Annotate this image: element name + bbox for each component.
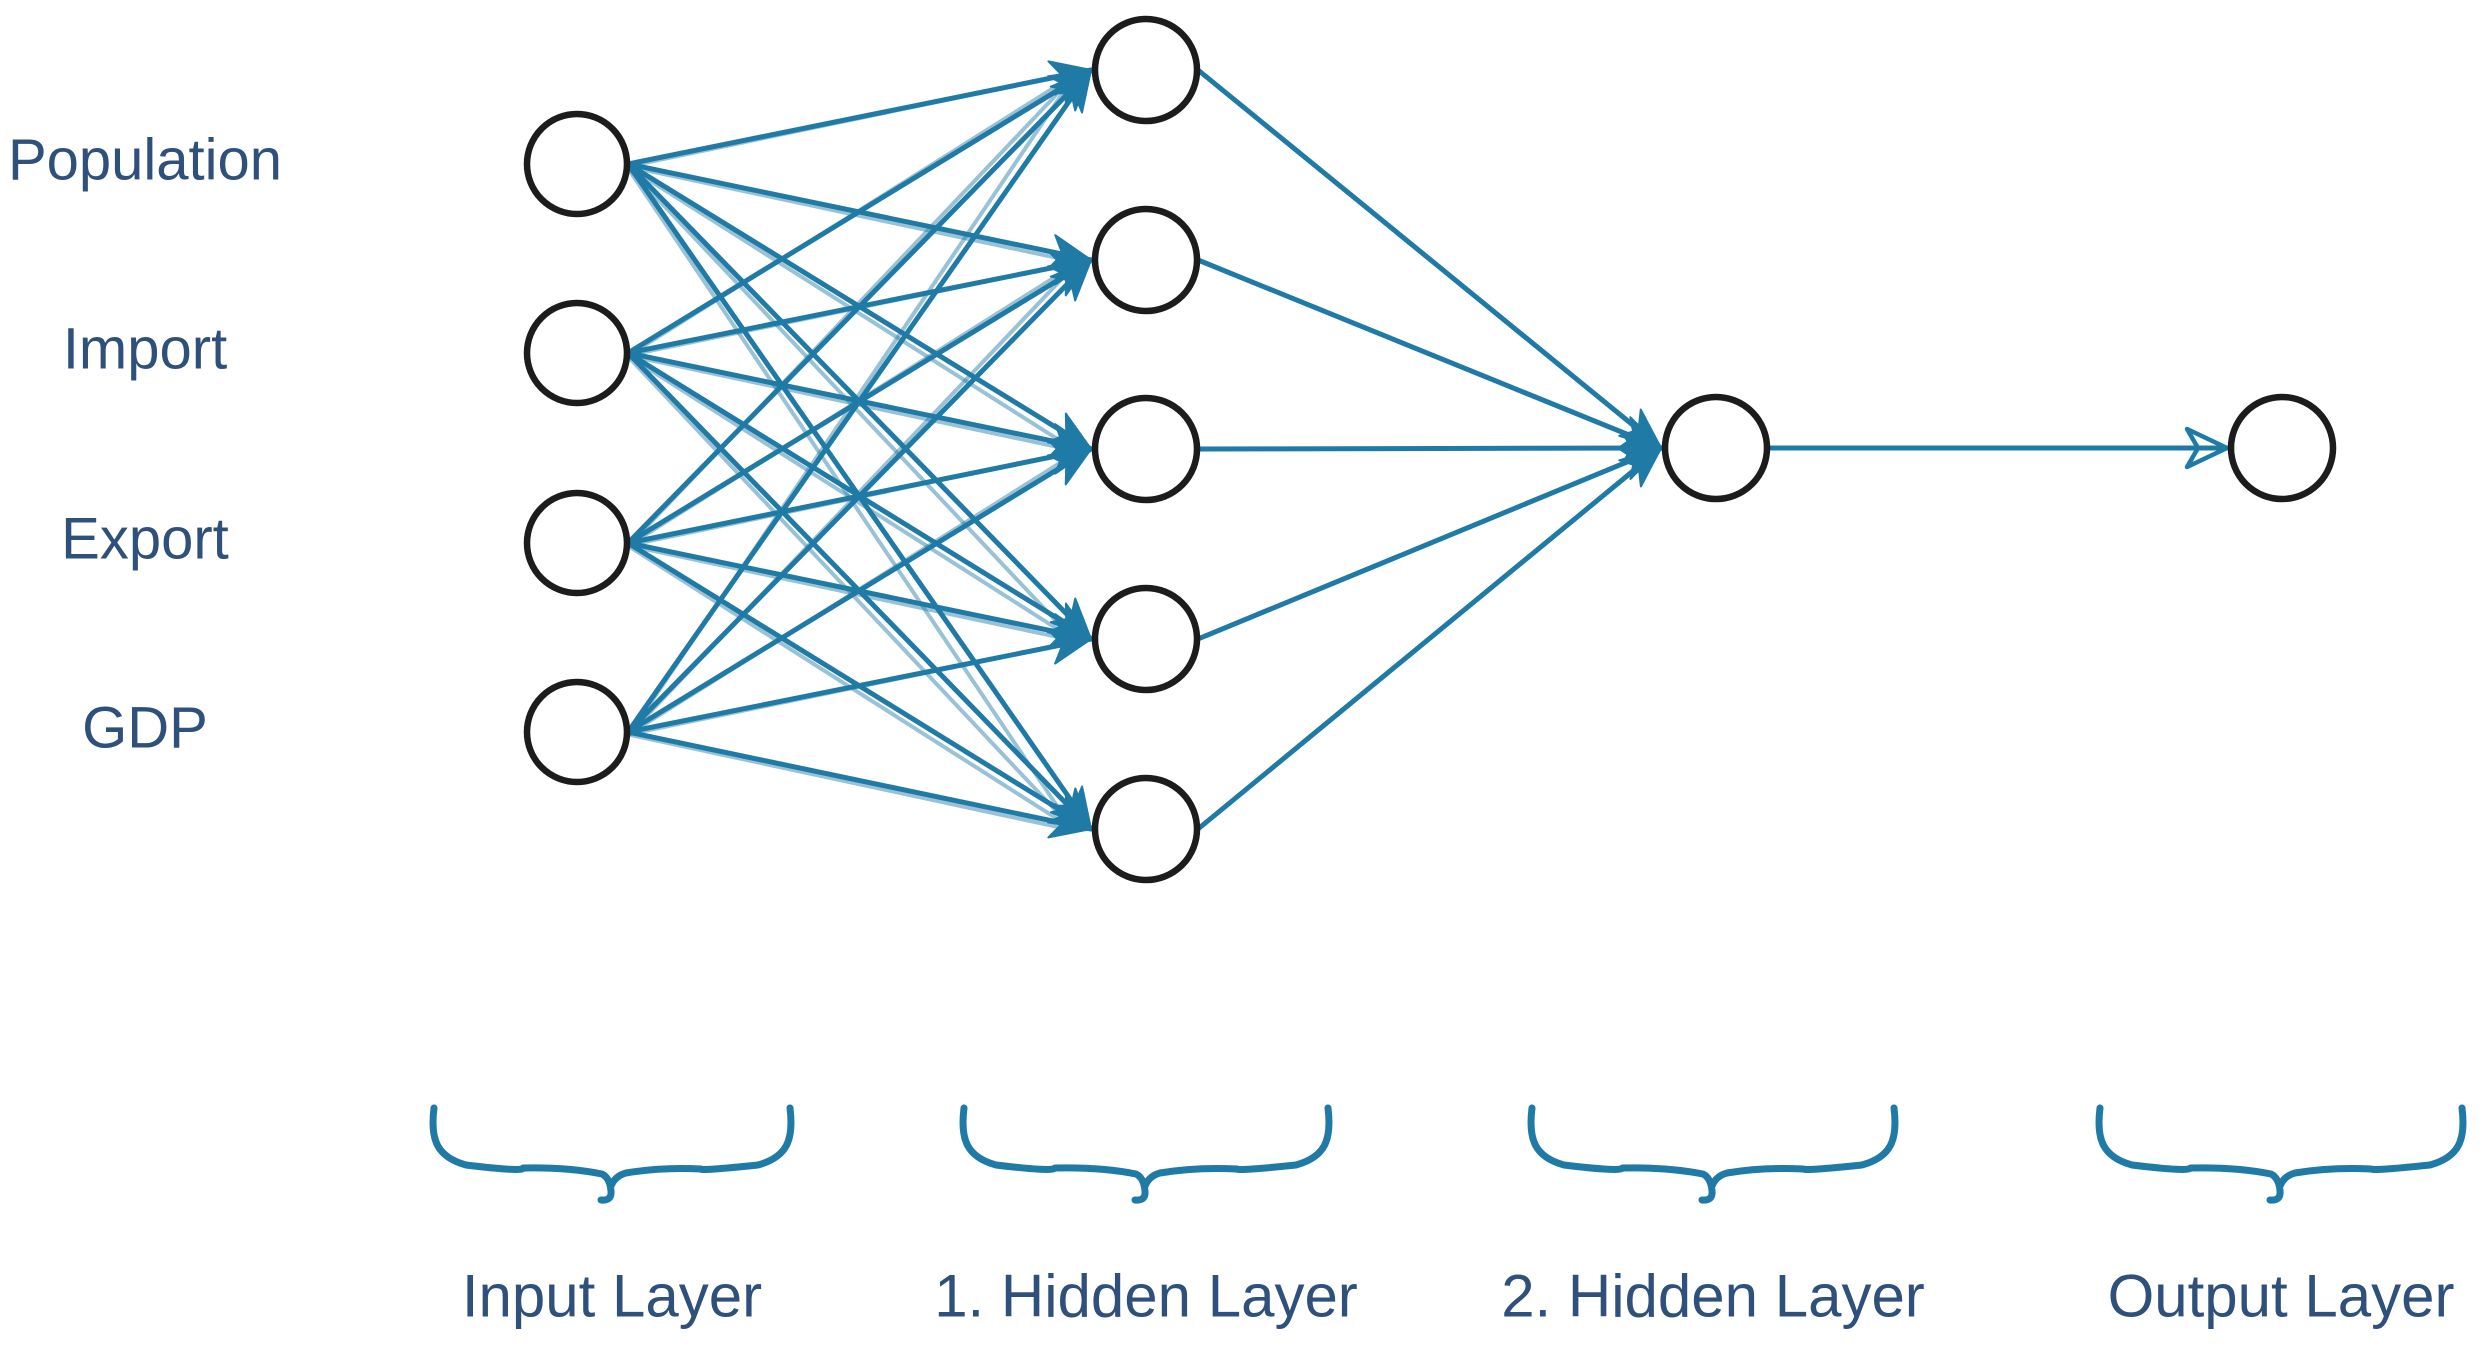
edge-sketch-pass [624, 163, 1072, 826]
edge-hidden-layer-1-n3-to-hidden-layer-2-n1 [1195, 430, 1664, 467]
edge-hidden-layer-1-n4-to-hidden-layer-2-n1 [1195, 445, 1664, 642]
edge-input-layer-n4-to-hidden-layer-1-n3 [625, 446, 1094, 735]
edge-input-layer-n4-to-hidden-layer-1-n5 [625, 729, 1094, 839]
edge-sketch-pass [625, 164, 1073, 263]
input-label-3: GDP [82, 696, 208, 761]
input-layer-caption: Input Layer [462, 1263, 762, 1330]
edge-hidden-layer-1-n2-to-hidden-layer-2-n1 [1195, 257, 1664, 451]
output-layer-underbrace [2095, 1104, 2467, 1204]
hidden-layer-1-node-5 [1091, 774, 1201, 884]
hidden-layer-1-node-2 [1091, 205, 1201, 315]
edge-hidden-layer-1-n1-to-hidden-layer-2-n1 [1195, 67, 1664, 451]
hidden-layer-2-node-1 [1661, 393, 1771, 503]
edge-input-layer-n4-to-hidden-layer-1-n1 [625, 67, 1094, 735]
hidden-layer-2-underbrace [1527, 1104, 1899, 1204]
output-layer-node-1 [2227, 393, 2337, 503]
input-layer-node-1 [523, 110, 631, 218]
input-layer-node-3 [523, 489, 631, 597]
edge-input-layer-n3-to-hidden-layer-1-n1 [625, 67, 1094, 546]
hidden-layer-1-node-3 [1091, 394, 1201, 504]
hidden-layer-1-node-4 [1091, 584, 1201, 694]
edge-sketch-pass [625, 353, 1073, 452]
edge-input-layer-n1-to-hidden-layer-1-n1 [625, 60, 1094, 167]
edge-input-layer-n4-to-hidden-layer-1-n4 [625, 629, 1094, 735]
input-layer-node-4 [523, 678, 631, 786]
hidden-layer-2-caption: 2. Hidden Layer [1501, 1263, 1925, 1330]
hidden-layer-1-caption: 1. Hidden Layer [934, 1263, 1358, 1330]
nodes-group [523, 15, 2337, 884]
input-label-2: Export [61, 507, 229, 572]
edge-hidden-layer-1-n5-to-hidden-layer-2-n1 [1195, 445, 1664, 832]
input-label-1: Import [63, 317, 227, 382]
edge-input-layer-n4-to-hidden-layer-1-n2 [625, 257, 1094, 735]
edge-input-layer-n2-to-hidden-layer-1-n1 [625, 67, 1094, 356]
edges-group [624, 60, 2230, 839]
input-layer-underbrace [429, 1104, 795, 1204]
braces-group [429, 1104, 2467, 1204]
hidden-layer-1-node-1 [1091, 15, 1201, 125]
input-layer-node-2 [523, 299, 631, 407]
hidden-layer-1-underbrace [959, 1104, 1333, 1204]
edge-sketch-pass [625, 543, 1073, 642]
edge-sketch-pass [625, 732, 1073, 832]
output-layer-caption: Output Layer [2108, 1263, 2455, 1330]
input-label-0: Population [8, 128, 282, 193]
